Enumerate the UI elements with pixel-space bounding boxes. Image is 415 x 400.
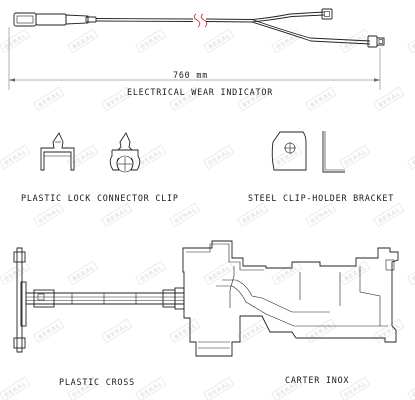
watermark-stamp: BERAL [203, 260, 235, 286]
watermark-stamp: BERAL [407, 260, 415, 286]
watermark-stamp: BERAL [407, 144, 415, 170]
watermark-stamp: BERAL [169, 202, 201, 228]
watermark-stamp: BERAL [203, 144, 235, 170]
steel-bracket-side [322, 131, 345, 173]
watermark-stamp: BERAL [305, 202, 337, 228]
watermark-stamp: BERAL [203, 376, 235, 400]
plastic-clip-front-view [109, 132, 141, 173]
watermark-stamp: BERAL [135, 28, 167, 54]
main-cable-right [205, 18, 253, 23]
watermark-stamp: BERAL [237, 318, 269, 344]
wear-indicator-drawing [8, 8, 385, 90]
watermark-layer: BERAL BERAL BERAL BERAL BERAL BERAL BERAL BERAL… [0, 28, 415, 400]
watermark-stamp: BERAL [0, 260, 31, 286]
break-marks [193, 13, 208, 28]
plastic-clip-caption: PLASTIC LOCK CONNECTOR CLIP [21, 193, 179, 203]
steel-bracket-caption: STEEL CLIP-HOLDER BRACKET [248, 193, 395, 203]
left-connector [13, 12, 97, 27]
watermark-stamp: BERAL [373, 202, 405, 228]
watermark-stamp: BERAL [135, 144, 167, 170]
watermark-stamp: BERAL [33, 86, 65, 112]
watermark-stamp: BERAL [305, 86, 337, 112]
carter-inox-caption: CARTER INOX [285, 375, 350, 385]
steel-bracket-front [271, 131, 307, 171]
watermark-stamp: BERAL [67, 28, 99, 54]
watermark-stamp: BERAL [0, 28, 31, 54]
watermark-stamp: BERAL [339, 260, 371, 286]
plastic-cross-caption: PLASTIC CROSS [59, 377, 135, 387]
sensor-upper [321, 8, 333, 20]
watermark-stamp: BERAL [407, 28, 415, 54]
watermark-stamp: BERAL [67, 260, 99, 286]
watermark-stamp: BERAL [271, 144, 303, 170]
sensor-lower [367, 35, 385, 48]
watermark-stamp: BERAL [135, 376, 167, 400]
watermark-stamp: BERAL [305, 318, 337, 344]
dimension-line [8, 27, 381, 90]
watermark-stamp: BERAL [373, 318, 405, 344]
watermark-stamp: BERAL [271, 260, 303, 286]
plastic-clip-side-view [40, 132, 75, 171]
watermark-stamp: BERAL [169, 318, 201, 344]
watermark-stamp: BERAL [67, 144, 99, 170]
watermark-stamp: BERAL [407, 376, 415, 400]
watermark-stamp: BERAL [237, 202, 269, 228]
watermark-stamp: BERAL [0, 144, 31, 170]
watermark-stamp: BERAL [203, 28, 235, 54]
watermark-stamp: BERAL [101, 318, 133, 344]
dimension-label: 760 mm [173, 70, 209, 80]
watermark-stamp: BERAL [373, 86, 405, 112]
watermark-stamp: BERAL [135, 260, 167, 286]
split-wires [251, 11, 371, 45]
watermark-stamp: BERAL [33, 202, 65, 228]
wear-indicator-caption: ELECTRICAL WEAR INDICATOR [127, 87, 274, 97]
watermark-stamp: BERAL [101, 202, 133, 228]
watermark-stamp: BERAL [33, 318, 65, 344]
main-cable [95, 18, 194, 22]
watermark-stamp: BERAL [0, 376, 31, 400]
carter-inox-drawing [182, 240, 399, 357]
watermark-stamp: BERAL [339, 144, 371, 170]
